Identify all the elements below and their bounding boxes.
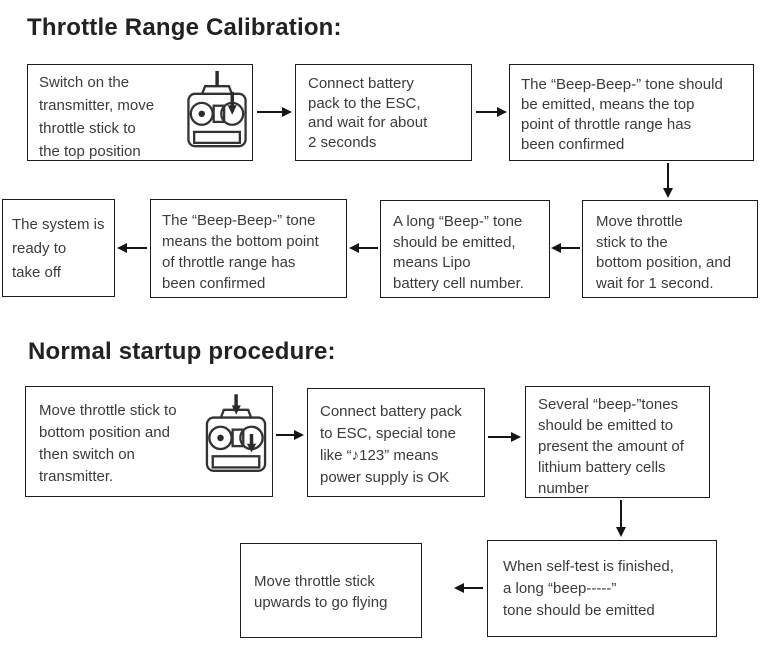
- step-text: Switch on the transmitter, move throttle…: [39, 74, 155, 160]
- step-box-long-beep-cell-number: A long “Beep-” tone should be emitted, m…: [380, 200, 550, 298]
- flow-arrow-down-icon: [620, 500, 622, 527]
- step-box-connect-battery: Connect battery pack to the ESC, and wai…: [295, 64, 472, 161]
- section-title-throttle-calibration: Throttle Range Calibration:: [27, 14, 342, 41]
- step-box-move-stick-bottom: Move throttle stick to the bottom positi…: [582, 200, 758, 298]
- step-text: The “Beep-Beep-” tone should be emitted,…: [521, 76, 723, 153]
- flow-arrow-right-icon: [257, 111, 282, 113]
- step-box-stick-bottom-switch-on: Move throttle stick to bottom position a…: [25, 386, 273, 497]
- step-text: Connect battery pack to the ESC, and wai…: [308, 75, 428, 151]
- transmitter-throttle-bottom-icon: [205, 394, 267, 472]
- step-text: Move throttle stick to the bottom positi…: [596, 213, 732, 292]
- step-box-special-tone-power-ok: Connect battery pack to ESC, special ton…: [307, 388, 485, 497]
- flow-arrow-down-icon: [667, 163, 669, 188]
- step-text: A long “Beep-” tone should be emitted, m…: [393, 213, 524, 292]
- step-text: Move throttle stick to bottom position a…: [39, 402, 177, 485]
- step-box-system-ready: The system is ready to take off: [2, 199, 115, 297]
- step-box-beep-cells-number: Several “beep-”tones should be emitted t…: [525, 386, 710, 498]
- flow-arrow-left-icon: [464, 587, 483, 589]
- step-text: Connect battery pack to ESC, special ton…: [320, 403, 462, 486]
- step-text: The system is ready to take off: [12, 216, 105, 281]
- step-box-switch-on-transmitter: Switch on the transmitter, move throttle…: [27, 64, 253, 161]
- step-text: Several “beep-”tones should be emitted t…: [538, 396, 684, 497]
- flow-arrow-left-icon: [127, 247, 147, 249]
- step-box-go-flying: Move throttle stick upwards to go flying: [240, 543, 422, 638]
- step-box-bottom-point-confirmed: The “Beep-Beep-” tone means the bottom p…: [150, 199, 347, 298]
- step-box-self-test-finished: When self-test is finished, a long “beep…: [487, 540, 717, 637]
- transmitter-throttle-top-icon: [187, 70, 247, 148]
- step-text: Move throttle stick upwards to go flying: [254, 573, 388, 611]
- step-text: When self-test is finished, a long “beep…: [503, 558, 674, 619]
- flow-arrow-right-icon: [488, 436, 511, 438]
- step-text: The “Beep-Beep-” tone means the bottom p…: [162, 212, 319, 292]
- step-box-top-point-confirmed: The “Beep-Beep-” tone should be emitted,…: [509, 64, 754, 161]
- flow-arrow-right-icon: [476, 111, 497, 113]
- flow-arrow-left-icon: [359, 247, 378, 249]
- section-title-normal-startup: Normal startup procedure:: [28, 338, 336, 365]
- flow-arrow-left-icon: [561, 247, 580, 249]
- flow-arrow-right-icon: [276, 434, 294, 436]
